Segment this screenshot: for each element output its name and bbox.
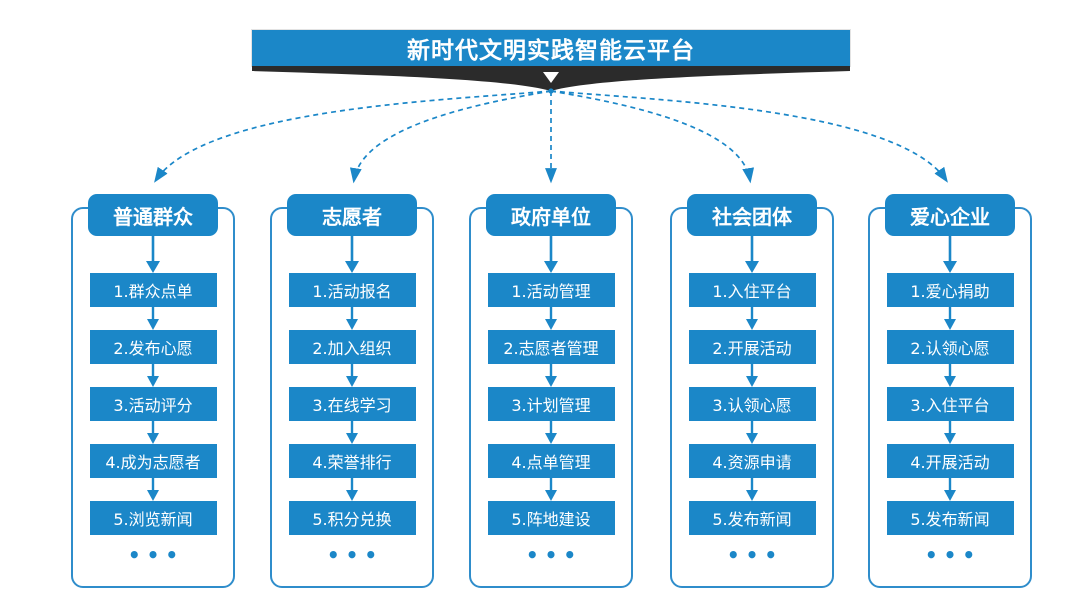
column-government-units: 政府单位 1.活动管理 2.志愿者管理 3.计划管理 4.点单管理 5.阵地建设…	[469, 194, 633, 590]
down-arrow-icon	[346, 364, 358, 387]
down-arrow-icon	[147, 478, 159, 501]
connector-to-column-2	[349, 90, 552, 184]
down-arrow-icon	[944, 364, 956, 387]
step-box: 2.加入组织	[288, 330, 416, 364]
down-arrow-icon	[944, 421, 956, 444]
connector-to-column-4	[550, 90, 755, 184]
down-arrow-icon	[146, 236, 160, 273]
column-header: 普通群众	[88, 194, 218, 236]
down-arrow-icon	[346, 478, 358, 501]
platform-title-banner: 新时代文明实践智能云平台	[252, 30, 850, 66]
down-arrow-icon	[746, 478, 758, 501]
down-arrow-icon	[345, 236, 359, 273]
step-box: 5.阵地建设	[487, 501, 615, 535]
down-arrow-icon	[147, 421, 159, 444]
step-box: 1.入住平台	[688, 273, 816, 307]
ellipsis-more: •••	[726, 543, 784, 567]
down-arrow-icon	[545, 364, 557, 387]
column-title: 普通群众	[113, 204, 193, 229]
connector-to-column-1	[154, 90, 552, 183]
step-box: 4.荣誉排行	[288, 444, 416, 478]
down-arrow-icon	[745, 236, 759, 273]
down-arrow-icon	[346, 421, 358, 444]
down-arrow-icon	[544, 236, 558, 273]
step-box: 3.认领心愿	[688, 387, 816, 421]
down-arrow-icon	[147, 307, 159, 330]
platform-title: 新时代文明实践智能云平台	[407, 38, 695, 64]
step-box: 1.活动管理	[487, 273, 615, 307]
column-header: 爱心企业	[885, 194, 1015, 236]
step-box: 2.开展活动	[688, 330, 816, 364]
step-box: 5.积分兑换	[288, 501, 416, 535]
step-box: 2.认领心愿	[886, 330, 1014, 364]
ellipsis-more: •••	[525, 543, 583, 567]
banner-wedge	[252, 66, 850, 91]
down-arrow-icon	[346, 307, 358, 330]
down-arrow-icon	[545, 478, 557, 501]
down-arrow-icon	[944, 478, 956, 501]
step-box: 3.入住平台	[886, 387, 1014, 421]
column-title: 政府单位	[511, 204, 591, 229]
step-box: 3.计划管理	[487, 387, 615, 421]
step-box: 1.活动报名	[288, 273, 416, 307]
ellipsis-more: •••	[326, 543, 384, 567]
wedge-down-arrow-icon	[543, 72, 559, 83]
down-arrow-icon	[746, 421, 758, 444]
column-social-groups: 社会团体 1.入住平台 2.开展活动 3.认领心愿 4.资源申请 5.发布新闻 …	[670, 194, 834, 590]
step-box: 4.资源申请	[688, 444, 816, 478]
step-box: 4.开展活动	[886, 444, 1014, 478]
column-title: 志愿者	[322, 204, 382, 229]
column-title: 社会团体	[712, 204, 792, 229]
step-box: 5.发布新闻	[688, 501, 816, 535]
step-box: 5.浏览新闻	[89, 501, 217, 535]
step-box: 5.发布新闻	[886, 501, 1014, 535]
column-header: 政府单位	[486, 194, 616, 236]
step-box: 3.活动评分	[89, 387, 217, 421]
column-header: 志愿者	[287, 194, 417, 236]
ellipsis-more: •••	[924, 543, 982, 567]
column-general-public: 普通群众 1.群众点单 2.发布心愿 3.活动评分 4.成为志愿者 5.浏览新闻…	[71, 194, 235, 590]
step-box: 3.在线学习	[288, 387, 416, 421]
column-volunteers: 志愿者 1.活动报名 2.加入组织 3.在线学习 4.荣誉排行 5.积分兑换 •…	[270, 194, 434, 590]
ellipsis-more: •••	[127, 543, 185, 567]
down-arrow-icon	[545, 421, 557, 444]
step-box: 4.点单管理	[487, 444, 615, 478]
step-box: 2.发布心愿	[89, 330, 217, 364]
column-charity-enterprises: 爱心企业 1.爱心捐助 2.认领心愿 3.入住平台 4.开展活动 5.发布新闻 …	[868, 194, 1032, 590]
down-arrow-icon	[746, 364, 758, 387]
connector-to-column-5	[550, 90, 948, 183]
step-box: 1.群众点单	[89, 273, 217, 307]
step-box: 1.爱心捐助	[886, 273, 1014, 307]
column-title: 爱心企业	[910, 204, 990, 229]
down-arrow-icon	[944, 307, 956, 330]
down-arrow-icon	[746, 307, 758, 330]
down-arrow-icon	[545, 307, 557, 330]
step-box: 2.志愿者管理	[487, 330, 615, 364]
down-arrow-icon	[943, 236, 957, 273]
down-arrow-icon	[147, 364, 159, 387]
step-box: 4.成为志愿者	[89, 444, 217, 478]
column-header: 社会团体	[687, 194, 817, 236]
